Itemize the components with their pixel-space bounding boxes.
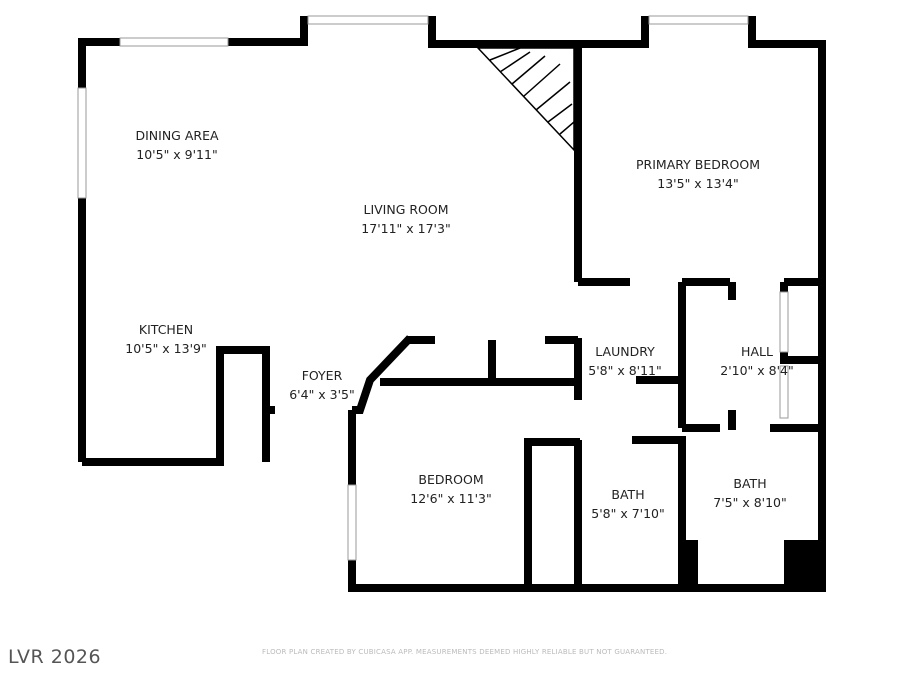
- room-name: DINING AREA: [135, 128, 219, 143]
- room-size: 6'4" x 3'5": [289, 387, 355, 402]
- room-size: 7'5" x 8'10": [713, 495, 787, 510]
- room-size: 2'10" x 8'4": [720, 363, 794, 378]
- stairs: [476, 47, 575, 152]
- watermark: LVR 2026: [8, 646, 102, 668]
- room-size: 10'5" x 9'11": [136, 147, 218, 162]
- room-name: LIVING ROOM: [363, 202, 449, 217]
- fixture: [682, 540, 698, 588]
- room-hall: HALL 2'10" x 8'4": [720, 342, 793, 380]
- room-dining-area: DINING AREA 10'5" x 9'11": [135, 126, 218, 164]
- room-name: KITCHEN: [138, 322, 194, 337]
- footer-disclaimer: FLOOR PLAN CREATED BY CUBICASA APP. MEAS…: [262, 648, 668, 656]
- room-foyer: FOYER 6'4" x 3'5": [289, 366, 355, 404]
- room-name: PRIMARY BEDROOM: [636, 157, 760, 172]
- room-bath-1: BATH 5'8" x 7'10": [591, 485, 664, 523]
- room-name: LAUNDRY: [595, 344, 655, 359]
- room-bath-2: BATH 7'5" x 8'10": [713, 474, 786, 512]
- room-laundry: LAUNDRY 5'8" x 8'11": [588, 342, 661, 380]
- room-primary-bedroom: PRIMARY BEDROOM 13'5" x 13'4": [636, 155, 760, 193]
- room-living-room: LIVING ROOM 17'11" x 17'3": [361, 200, 450, 238]
- room-kitchen: KITCHEN 10'5" x 13'9": [125, 320, 206, 358]
- room-name: BATH: [733, 476, 767, 491]
- room-size: 12'6" x 11'3": [410, 491, 492, 506]
- fixture: [784, 540, 822, 588]
- windows: [77, 15, 789, 561]
- room-name: BATH: [611, 487, 645, 502]
- room-bedroom: BEDROOM 12'6" x 11'3": [410, 470, 491, 508]
- room-size: 5'8" x 7'10": [591, 506, 665, 521]
- room-size: 13'5" x 13'4": [657, 176, 739, 191]
- room-name: HALL: [741, 344, 773, 359]
- room-size: 10'5" x 13'9": [125, 341, 207, 356]
- room-size: 5'8" x 8'11": [588, 363, 662, 378]
- room-size: 17'11" x 17'3": [361, 221, 451, 236]
- room-name: FOYER: [301, 368, 343, 383]
- room-name: BEDROOM: [418, 472, 484, 487]
